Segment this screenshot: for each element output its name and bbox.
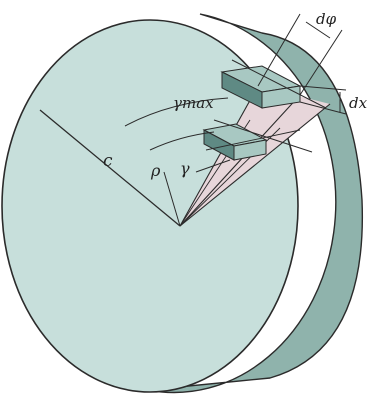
label-dphi: dφ — [316, 10, 337, 28]
label-dx: dx — [349, 94, 368, 112]
dx-ext-2 — [299, 101, 347, 115]
label-gamma: γ — [180, 159, 190, 178]
longitudinal-line-2 — [213, 119, 313, 153]
rho-leader — [163, 171, 181, 227]
rho-arc — [149, 131, 215, 151]
radius-c-line — [39, 109, 181, 227]
dphi-ext-2 — [299, 29, 343, 96]
wedge-edge-1 — [179, 85, 259, 227]
gamma-leader — [195, 159, 231, 173]
dphi-dimension — [305, 21, 331, 39]
label-rho: ρ — [150, 161, 161, 180]
dphi-ext-1 — [257, 13, 301, 87]
longitudinal-line-1 — [231, 59, 327, 109]
wedge-edge-3 — [179, 103, 331, 227]
wedge-edge-2 — [179, 94, 301, 227]
inner-element-side — [233, 139, 267, 161]
longitudinal-line-3 — [205, 129, 301, 151]
shaft-face — [1, 19, 299, 393]
gamma-max-arc — [124, 97, 229, 127]
label-c: c — [103, 151, 113, 171]
label-gamma-max: γmax — [173, 94, 214, 112]
dx-ext-1 — [299, 85, 347, 91]
